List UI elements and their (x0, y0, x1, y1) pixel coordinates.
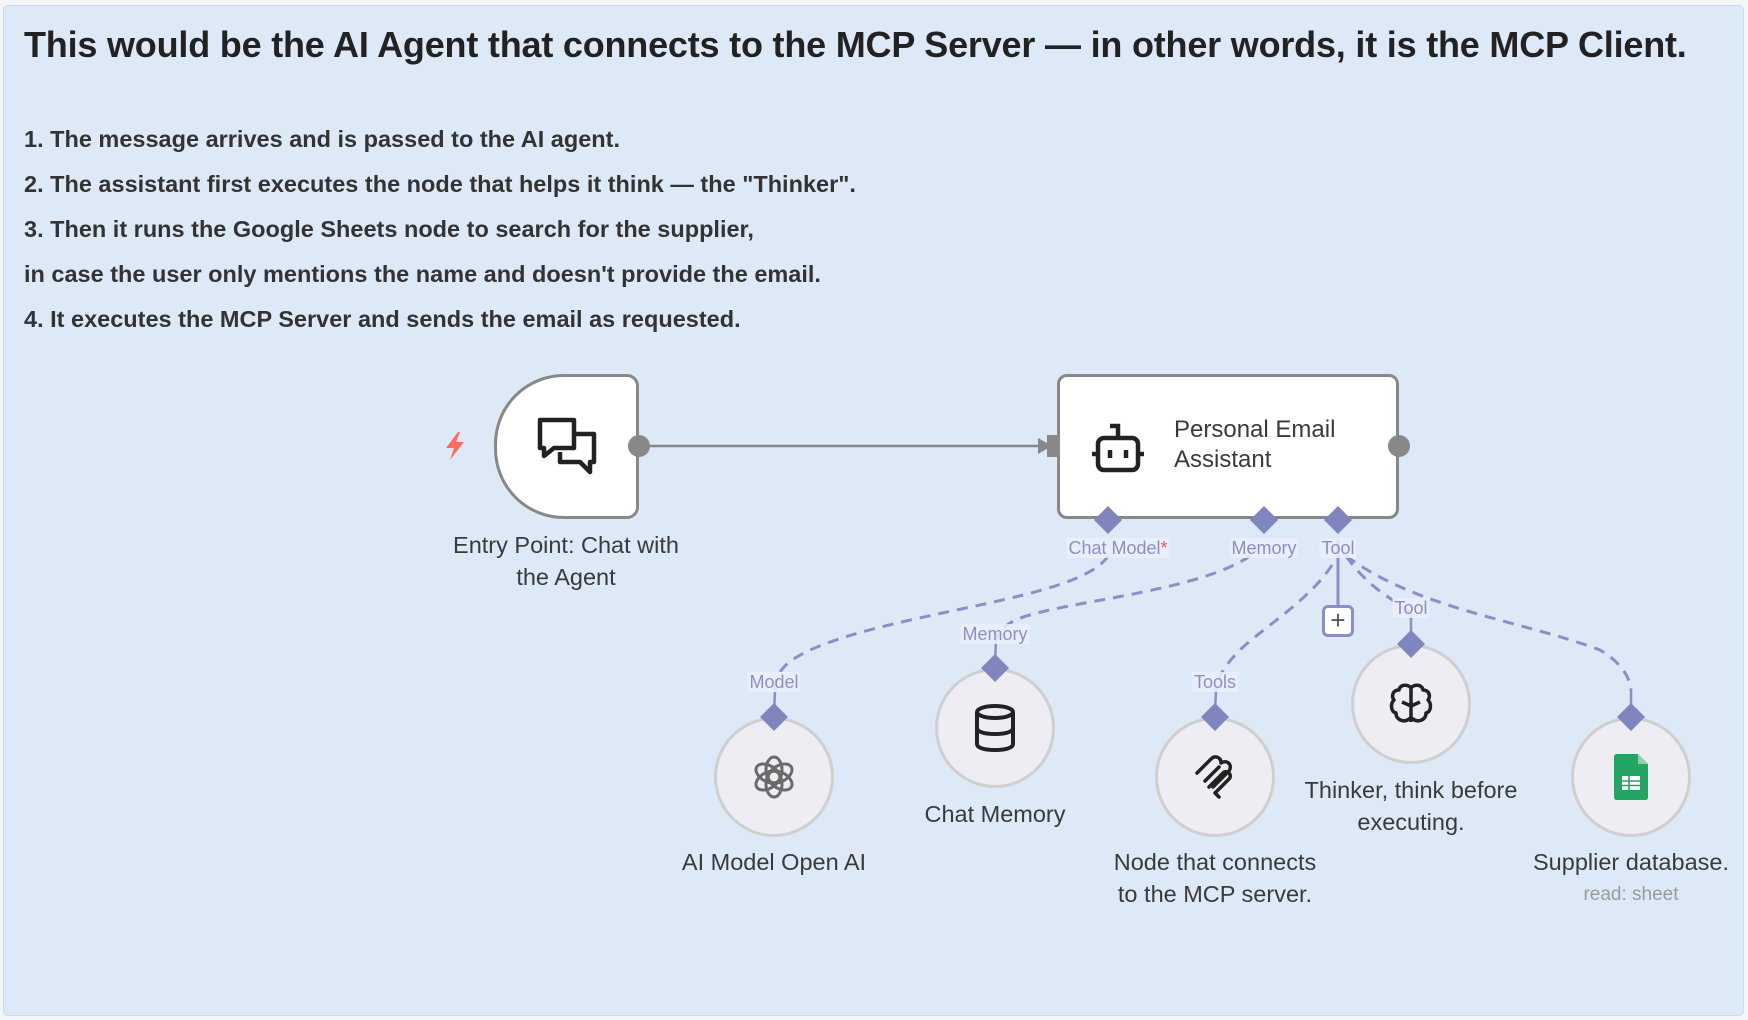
connection-memory[interactable] (994, 554, 1251, 641)
sticky-note-line: 2. The assistant first executes the node… (24, 171, 856, 197)
port-chat-model-handle[interactable] (1094, 506, 1122, 534)
sticky-note-line: 1. The message arrives and is passed to … (24, 126, 620, 152)
thinker-label-line: executing. (1357, 809, 1465, 835)
openai-node-label: AI Model Open AI (681, 849, 867, 875)
trigger-node-label: Entry Point: Chat with the Agent (453, 529, 679, 593)
sheets-node-label: Supplier database. (1533, 849, 1729, 875)
chat-memory-node[interactable] (935, 668, 1055, 788)
mcp-label-line: to the MCP server. (1117, 881, 1313, 907)
port-label-text: Chat Model (1068, 538, 1161, 558)
sticky-note-line: in case the user only mentions the name … (24, 261, 821, 287)
openai-port-label: Model (747, 672, 801, 692)
lightning-bolt-icon (446, 432, 464, 460)
thinker-tool-node[interactable] (1351, 644, 1471, 764)
mcp-port-label: Tools (1191, 672, 1239, 692)
openai-output-handle[interactable] (760, 703, 788, 731)
mcp-label-line: Node that connects (1113, 849, 1317, 875)
google-sheets-icon (1614, 754, 1648, 800)
sticky-note[interactable] (3, 5, 1744, 1016)
mcp-node-label: Node that connects to the MCP server. (1114, 846, 1317, 910)
connection-tool-sheets[interactable] (1345, 554, 1633, 691)
port-tool-handle[interactable] (1324, 506, 1352, 534)
chat-bubbles-icon (537, 417, 597, 475)
mcp-output-handle[interactable] (1201, 703, 1229, 731)
trigger-label-line: the Agent (516, 564, 616, 590)
port-tool-label: Tool (1319, 538, 1357, 558)
thinker-label-line: Thinker, think before (1304, 777, 1518, 803)
thinker-node-label: Thinker, think before executing. (1305, 774, 1518, 838)
sheets-output-handle[interactable] (1617, 703, 1645, 731)
google-sheets-node[interactable] (1571, 717, 1691, 837)
mcp-icon (1195, 755, 1233, 799)
connection-model[interactable] (773, 555, 1110, 691)
robot-icon (1092, 423, 1144, 473)
brain-icon (1389, 683, 1433, 723)
agent-output-handle[interactable] (1387, 434, 1411, 458)
connection-arrowhead (1038, 438, 1052, 454)
mcp-client-node[interactable] (1155, 717, 1275, 837)
sticky-note-line: 4. It executes the MCP Server and sends … (24, 306, 741, 332)
memory-output-handle[interactable] (981, 654, 1009, 682)
memory-port-label: Memory (960, 624, 1030, 644)
thinker-port-label: Tool (1392, 598, 1430, 618)
agent-input-handle[interactable] (1045, 434, 1059, 458)
openai-icon (754, 755, 794, 799)
agent-title-line: Assistant (1174, 446, 1272, 473)
trigger-label-line: Entry Point: Chat with (453, 532, 679, 558)
database-icon (975, 704, 1015, 753)
sheets-node-subtitle: read: sheet (1583, 884, 1679, 905)
sticky-note-line: 3. Then it runs the Google Sheets node t… (24, 216, 754, 242)
port-memory-label: Memory (1229, 538, 1299, 558)
memory-node-label: Chat Memory (924, 801, 1066, 827)
port-memory-handle[interactable] (1250, 506, 1278, 534)
thinker-output-handle[interactable] (1397, 630, 1425, 658)
agent-node-title: Personal Email Assistant (1174, 415, 1335, 475)
port-chat-model-label: Chat Model* (1066, 538, 1170, 558)
add-tool-button[interactable]: + (1322, 605, 1354, 637)
agent-node[interactable] (1057, 374, 1399, 519)
sticky-note-title: This would be the AI Agent that connects… (24, 24, 1687, 65)
trigger-output-handle[interactable] (627, 434, 651, 458)
openai-model-node[interactable] (714, 717, 834, 837)
agent-title-line: Personal Email (1174, 416, 1336, 443)
required-marker: * (1160, 538, 1168, 558)
